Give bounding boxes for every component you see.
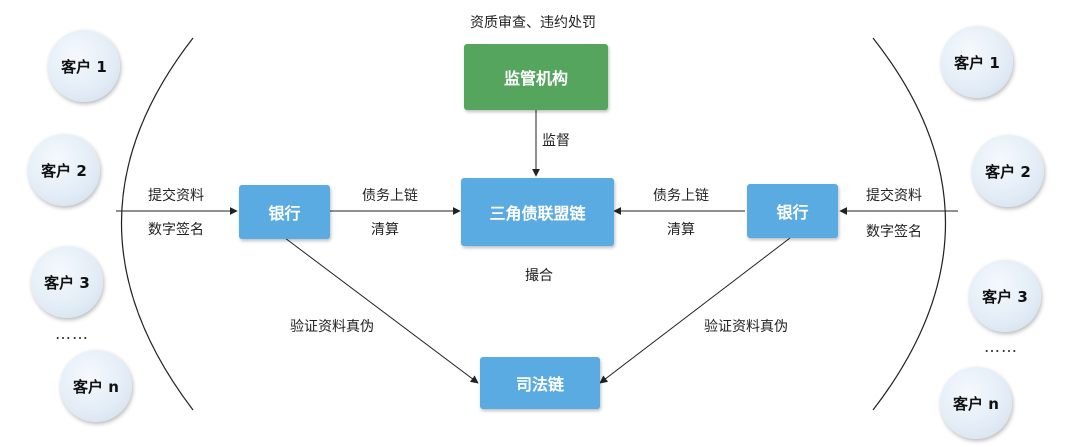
right-clear-label: 清算 xyxy=(667,222,695,238)
right-verify-label: 验证资料真伪 xyxy=(704,319,788,335)
right-client-1: 客户 1 xyxy=(941,26,1013,98)
match-label: 撮合 xyxy=(525,268,553,284)
left-verify-label: 验证资料真伪 xyxy=(290,319,374,335)
left-sign-label: 数字签名 xyxy=(148,222,204,238)
arrow-right-bank-to-judicial xyxy=(599,237,791,384)
arrow-left-bank-to-judicial xyxy=(284,237,479,384)
left-submit-label: 提交资料 xyxy=(148,188,204,204)
regulator-node: 监管机构 xyxy=(464,44,608,110)
supervise-label: 监督 xyxy=(542,133,570,149)
left-client-n: 客户 n xyxy=(60,350,132,422)
left-client-3: 客户 3 xyxy=(31,246,103,318)
right-ellipsis: …… xyxy=(984,337,1018,356)
right-submit-label: 提交资料 xyxy=(866,188,922,204)
judicial-chain-node: 司法链 xyxy=(480,357,600,409)
left-debt-label: 债务上链 xyxy=(362,188,418,204)
right-client-2: 客户 2 xyxy=(972,135,1044,207)
right-bank-node: 银行 xyxy=(747,184,838,238)
right-client-3: 客户 3 xyxy=(969,260,1041,332)
right-client-n: 客户 n xyxy=(940,367,1012,439)
left-ellipsis: …… xyxy=(55,324,89,343)
regulator-note: 资质审查、违约处罚 xyxy=(470,15,596,31)
right-sign-label: 数字签名 xyxy=(866,224,922,240)
alliance-chain-node: 三角债联盟链 xyxy=(461,178,614,246)
left-clear-label: 清算 xyxy=(371,222,399,238)
right-debt-label: 债务上链 xyxy=(653,188,709,204)
right-boundary-arc xyxy=(872,37,946,411)
left-client-1: 客户 1 xyxy=(48,30,120,102)
left-bank-node: 银行 xyxy=(239,185,330,239)
left-client-2: 客户 2 xyxy=(28,134,100,206)
left-boundary-arc xyxy=(121,37,194,411)
